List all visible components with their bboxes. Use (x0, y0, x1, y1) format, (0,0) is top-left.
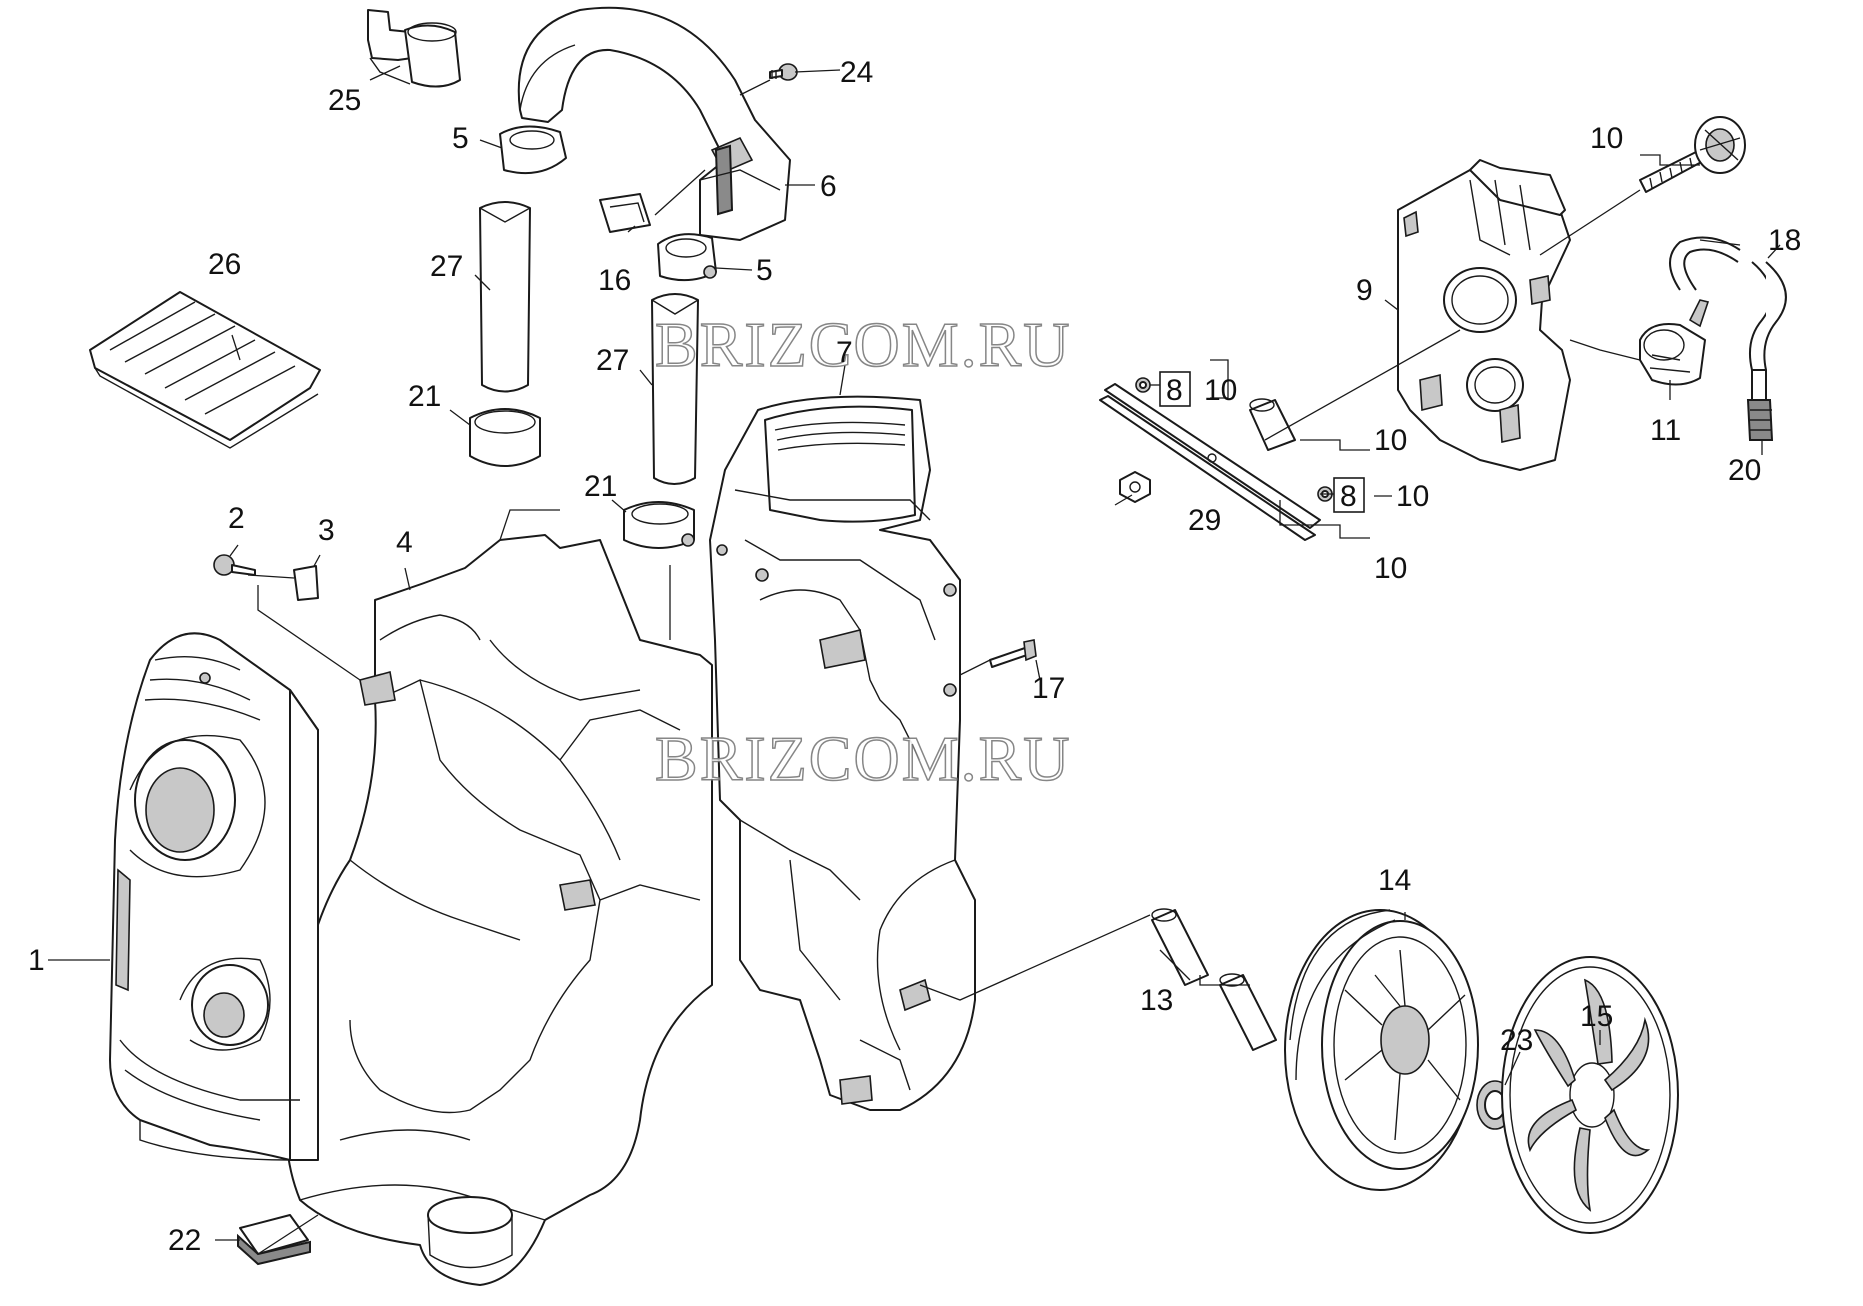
callout-5-upper: 5 (452, 122, 469, 155)
part-5-cap-upper (499, 125, 567, 175)
callout-13: 13 (1140, 984, 1173, 1017)
part-6-handle (517, 6, 791, 241)
part-10-knob (1639, 116, 1746, 193)
callout-23: 23 (1500, 1024, 1533, 1057)
callout-17: 17 (1032, 672, 1065, 705)
part-26-grille (89, 291, 321, 449)
part-7-rear-frame (709, 395, 976, 1111)
callout-10-knob: 10 (1590, 122, 1623, 155)
callout-2: 2 (228, 502, 245, 535)
part-1-front-cover (109, 632, 319, 1161)
watermark-upper: BRIZCOM.RU (655, 309, 1072, 380)
part-11-coupling (1639, 299, 1710, 386)
part-21-bushing-right (623, 501, 695, 549)
callout-7: 7 (836, 336, 853, 369)
part-18-hose (1669, 236, 1787, 371)
callout-21-left: 21 (408, 380, 441, 413)
callout-11: 11 (1650, 414, 1681, 447)
callout-16: 16 (598, 264, 631, 297)
part-21-bushing-left (469, 408, 541, 467)
callout-20: 20 (1728, 454, 1761, 487)
callout-18: 18 (1768, 224, 1801, 257)
callout-3: 3 (318, 514, 335, 547)
part-29-nut (1119, 471, 1151, 503)
callout-14: 14 (1378, 864, 1411, 897)
callout-29: 29 (1188, 504, 1221, 537)
callout-15: 15 (1580, 1000, 1613, 1033)
part-17-bolt (989, 639, 1037, 668)
part-27-tube-left (479, 201, 531, 393)
part-10-sleeve (1249, 398, 1296, 451)
part-3-clip (293, 565, 319, 601)
callout-8a: 8 (1166, 374, 1183, 407)
callout-26: 26 (208, 248, 241, 281)
part-5-cap-right (657, 233, 717, 282)
part-4-main-housing (285, 534, 713, 1286)
callout-27-left: 27 (430, 250, 463, 283)
callout-1: 1 (28, 944, 45, 977)
callout-9: 9 (1356, 274, 1373, 307)
callout-box-8a (1159, 371, 1191, 407)
part-15-hubcap (1501, 956, 1679, 1234)
part-25-holder (367, 9, 461, 88)
callout-box-8b (1333, 477, 1365, 513)
callout-10-rail: 10 (1374, 552, 1407, 585)
part-22-foot (237, 1214, 311, 1266)
callout-5-right: 5 (756, 254, 773, 287)
watermark-lower: BRIZCOM.RU (655, 723, 1072, 794)
part-24-screw (769, 63, 798, 81)
part-bracket-rail (1099, 383, 1321, 541)
callout-10-box-a: 10 (1204, 374, 1237, 407)
part-20-nozzle (1746, 369, 1774, 441)
callout-10-box-b: 10 (1396, 480, 1429, 513)
part-16-clip (599, 193, 651, 233)
part-13-axle-pins (1151, 908, 1277, 1051)
callout-8b: 8 (1340, 480, 1357, 513)
part-8-washer-a (1135, 377, 1151, 393)
callout-24: 24 (840, 56, 873, 89)
callout-10-sleeve: 10 (1374, 424, 1407, 457)
part-9-back-panel (1397, 159, 1571, 471)
part-27-tube-right (651, 293, 699, 485)
callout-4: 4 (396, 526, 413, 559)
part-14-wheel (1284, 909, 1479, 1191)
callout-22: 22 (168, 1224, 201, 1257)
callout-labels: 1 2 3 4 5 5 6 7 8 8 9 10 10 10 10 10 11 … (28, 56, 1801, 1257)
part-2-screw (213, 554, 256, 576)
callout-21-right: 21 (584, 470, 617, 503)
callout-6: 6 (820, 170, 837, 203)
callout-27-right: 27 (596, 344, 629, 377)
callout-25: 25 (328, 84, 361, 117)
leader-lines (48, 65, 1781, 1255)
